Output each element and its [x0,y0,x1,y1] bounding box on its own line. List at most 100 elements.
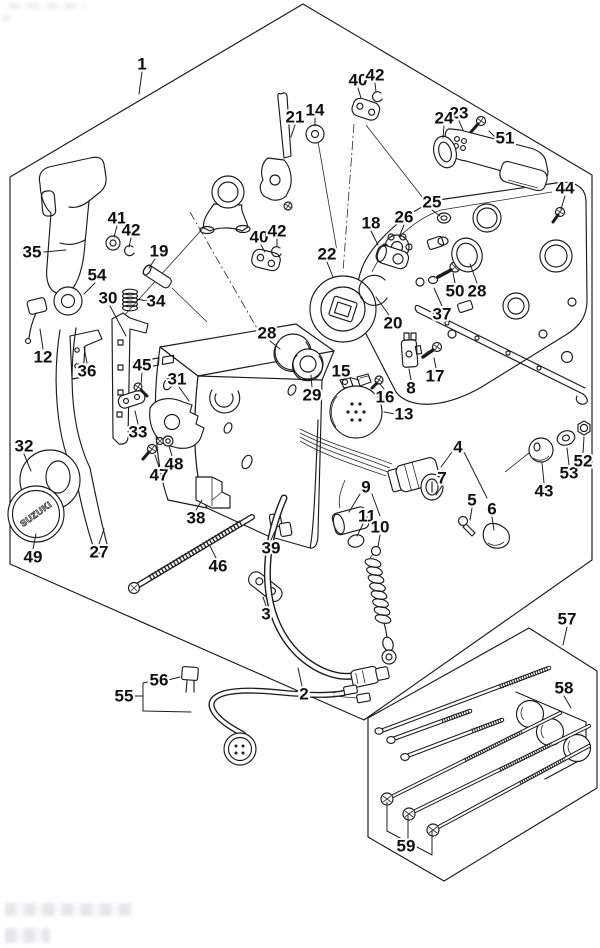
part-label-21: 21 [286,108,305,127]
leader-line [154,454,160,468]
leader-line [98,528,105,545]
screws-59 [380,711,591,837]
main-border [9,3,593,721]
part-label-7: 7 [437,469,446,488]
part-label-44: 44 [556,179,575,198]
part-label-48: 48 [165,455,184,474]
leader-line [562,626,568,646]
leader-line [310,374,313,388]
part-label-9: 9 [361,478,370,497]
part-label-50: 50 [446,282,465,301]
part-label-35: 35 [23,243,42,262]
part-label-58: 58 [555,679,574,698]
scan-artifact-top-2 [2,15,10,21]
leader-line [138,71,143,95]
leader-line [374,82,377,93]
key-cover-6 [482,522,510,549]
leader-line [148,258,156,269]
part-label-45: 45 [133,356,152,375]
clip-42-top [372,91,383,103]
projection-line [121,225,206,319]
part-label-47: 47 [150,466,169,485]
part-label-3: 3 [261,605,270,624]
part-label-28: 28 [468,282,487,301]
block-40-top [351,97,381,121]
leader-line [377,534,381,548]
lever-21 [259,92,293,211]
washer-41 [105,235,121,251]
box-logo [132,354,175,371]
nut-52 [577,420,591,436]
part-label-32: 32 [15,437,34,456]
key-5 [457,515,476,537]
part-label-41: 41 [108,209,127,228]
leader-line [140,372,143,385]
washer-54 [53,286,83,316]
key-switch-4 [387,457,444,501]
part-label-17: 17 [426,367,445,386]
part-label-6: 6 [487,500,496,519]
washer-25 [436,212,452,246]
leader-line [371,493,381,517]
leader-line [435,485,443,496]
leader-line [541,462,545,484]
leader-line [348,493,361,513]
part-label-30: 30 [99,289,118,308]
part-label-18: 18 [362,214,381,233]
part-label-4: 4 [453,438,463,457]
part-label-15: 15 [332,362,351,381]
leader-line [469,507,473,521]
washer-53 [556,430,576,446]
part-label-5: 5 [467,491,476,510]
part-label-1: 1 [137,55,146,74]
part-label-51: 51 [496,129,515,148]
leader-line [488,130,497,139]
part-label-14: 14 [306,101,325,120]
leader-line [167,676,181,681]
leader-line [269,340,281,350]
part-label-28: 28 [258,324,277,343]
c-ring-20 [358,274,388,306]
leader-line [83,346,88,364]
washer-48 [162,435,174,447]
leader-line [142,680,153,684]
part-label-56: 56 [150,671,169,690]
bracket-38 [195,476,231,509]
part-label-13: 13 [395,405,414,424]
part-label-22: 22 [318,245,337,264]
leader-line [398,224,405,238]
leader-line [136,298,148,302]
screw-51 [469,115,487,134]
buzzer-13 [329,377,383,439]
projection-line [315,129,338,252]
leader-line [491,516,495,531]
retainer-22 [309,275,377,343]
leader-line [134,410,139,425]
projection-line [365,124,435,213]
leader-line [356,523,364,537]
part-label-42: 42 [268,222,287,241]
leader-line [408,368,412,381]
leader-line [270,528,277,541]
part-label-27: 27 [90,543,109,562]
part-label-8: 8 [406,379,415,398]
switch-8 [400,332,423,368]
spring-34 [121,288,139,312]
part-label-49: 49 [24,548,43,567]
part-label-24: 24 [435,109,454,128]
suzuki-cap-49: SUZUKI [7,485,65,543]
part-label-52: 52 [574,452,593,471]
leader-line [357,87,362,99]
centerline [342,123,355,273]
screw-45 [133,382,149,398]
part-label-55: 55 [115,687,134,706]
leader-line [386,830,433,856]
part-label-59: 59 [397,837,416,856]
leader-line [83,282,96,295]
washer-14 [305,124,325,144]
wire-bundle [299,428,393,509]
clip-15 [356,373,372,387]
tilt-bracket [199,175,251,235]
